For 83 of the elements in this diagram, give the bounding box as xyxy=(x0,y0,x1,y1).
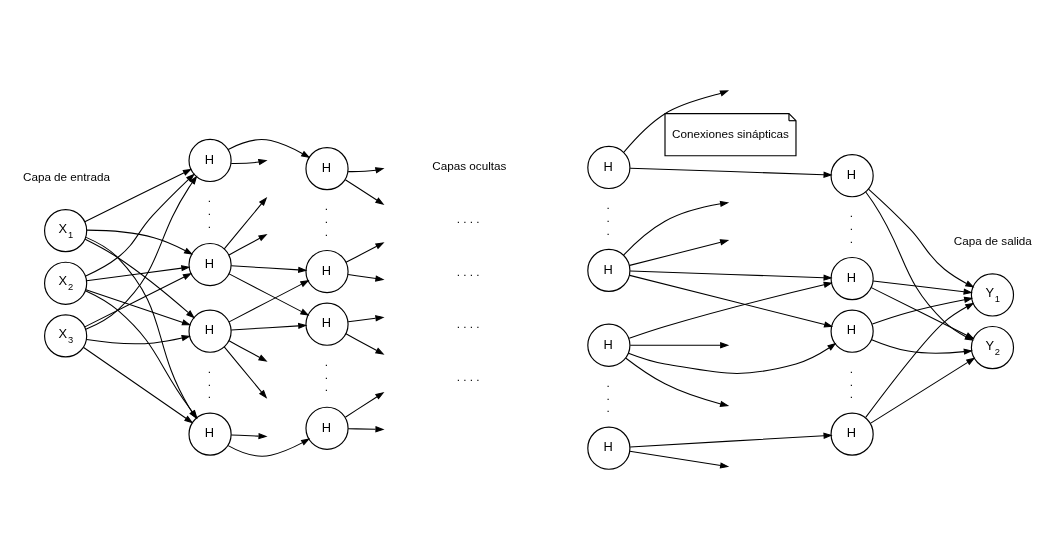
arrow xyxy=(629,270,833,281)
label: . . . xyxy=(207,190,211,230)
label: . . . . xyxy=(456,369,480,383)
node-circle: H xyxy=(305,249,349,293)
label: Capa de salida xyxy=(953,233,1032,247)
arrow xyxy=(230,432,268,439)
arrow xyxy=(86,264,191,281)
arrow xyxy=(623,200,730,256)
label: . . . xyxy=(849,361,854,400)
arrow xyxy=(230,264,308,273)
arrow xyxy=(345,332,385,355)
node-circle: X$_{3}$ xyxy=(44,313,88,358)
arrow xyxy=(228,279,310,322)
node-circle: H xyxy=(587,426,631,470)
arrow xyxy=(228,233,268,255)
arrow xyxy=(344,391,385,418)
arrow xyxy=(85,172,195,276)
node-circle: H xyxy=(830,309,874,353)
arrow xyxy=(347,314,385,322)
arrow xyxy=(871,338,973,355)
arrow xyxy=(227,437,311,457)
node-circle: H xyxy=(587,145,631,189)
arrow xyxy=(85,174,198,330)
arrow xyxy=(228,272,310,316)
node-circle: Y$_{1}$ xyxy=(970,272,1015,317)
arrow xyxy=(84,238,195,318)
node-circle: H xyxy=(305,406,349,450)
arrow xyxy=(227,138,311,158)
arrow xyxy=(84,272,193,327)
node-circle: H xyxy=(830,256,874,300)
arrow xyxy=(84,289,198,419)
node-circle: H xyxy=(830,412,874,456)
node-circle: H xyxy=(587,323,631,367)
label: . . . xyxy=(606,197,610,237)
arrow xyxy=(629,450,730,469)
arrow xyxy=(629,432,833,447)
label: . . . xyxy=(324,354,328,393)
arrow xyxy=(83,346,194,423)
arrow xyxy=(627,342,837,374)
arrow xyxy=(84,168,193,222)
node-circle: H xyxy=(188,242,232,286)
arrow xyxy=(85,236,198,419)
label: . . . xyxy=(207,361,211,400)
arrow xyxy=(629,341,730,348)
arrow xyxy=(345,241,385,263)
label: . . . . xyxy=(456,264,480,278)
arrow xyxy=(872,279,973,295)
label: . . . xyxy=(606,375,610,414)
arrow xyxy=(625,356,730,407)
arrow xyxy=(223,345,268,399)
arrow xyxy=(230,322,308,330)
arrow xyxy=(629,274,834,328)
arrow xyxy=(228,339,268,362)
label: . . . . xyxy=(456,316,480,330)
arrow xyxy=(344,178,385,205)
arrow xyxy=(628,281,833,339)
arrow xyxy=(347,166,385,173)
node-circle: X$_{1}$ xyxy=(44,208,88,252)
label: . . . xyxy=(849,205,854,245)
label: . . . . xyxy=(456,211,480,225)
arrow xyxy=(870,357,976,424)
arrow xyxy=(86,334,191,344)
arrow xyxy=(230,158,268,165)
node-circle: H xyxy=(188,412,232,456)
label: Capas ocultas xyxy=(432,158,507,172)
node-circle: H xyxy=(305,302,349,346)
arrow xyxy=(629,167,833,178)
arrow xyxy=(629,238,730,266)
arrow xyxy=(347,425,385,432)
label: . . . xyxy=(324,198,328,238)
arrow xyxy=(85,288,192,325)
arrow xyxy=(871,296,974,325)
arrow xyxy=(347,273,385,282)
node-circle: H xyxy=(830,153,874,197)
node-circle: Y$_{2}$ xyxy=(970,325,1015,369)
arrow xyxy=(623,89,730,153)
arrow xyxy=(86,229,194,255)
label: Capa de entrada xyxy=(22,169,111,183)
arrow xyxy=(867,188,975,288)
node-circle: H xyxy=(305,146,349,190)
arrow xyxy=(223,196,268,249)
node-circle: X$_{2}$ xyxy=(44,261,88,305)
node-circle: H xyxy=(587,248,631,292)
